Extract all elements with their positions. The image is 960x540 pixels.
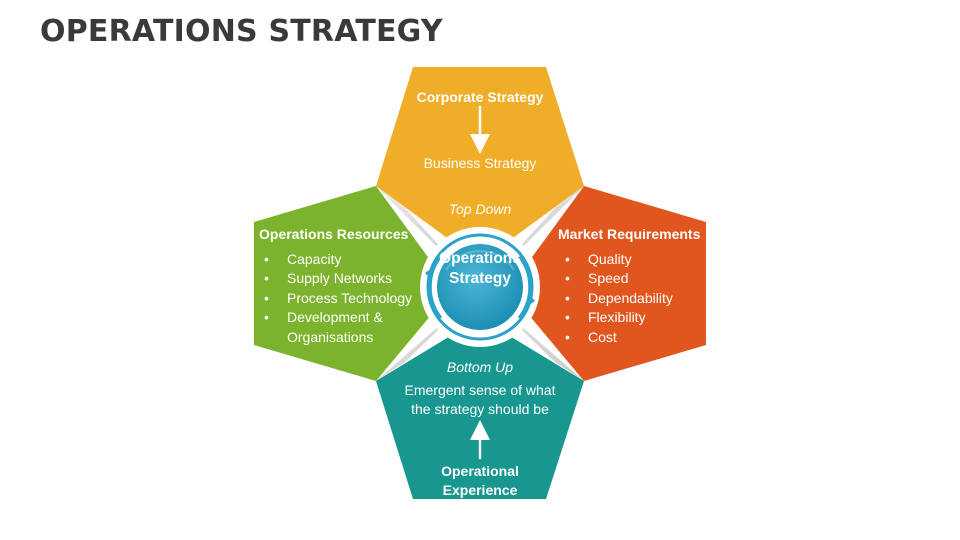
hub-cycle-arc-right <box>517 255 532 319</box>
pentagon-bottom <box>376 318 584 499</box>
bottom-flow-label: Bottom Up <box>446 359 514 375</box>
left-item: Process Technology <box>259 289 439 309</box>
right-item: Flexibility <box>560 308 705 328</box>
left-item: Development & <box>259 308 439 328</box>
pentagon-top <box>376 67 584 262</box>
right-item: Cost <box>560 328 705 348</box>
top-sub: Business Strategy <box>423 155 537 171</box>
right-heading: Market Requirements <box>558 226 701 242</box>
left-list: Capacity Supply Networks Process Technol… <box>259 250 439 347</box>
left-item: Supply Networks <box>259 269 439 289</box>
bottom-text-line1: Emergent sense of what <box>404 382 556 398</box>
bottom-text-line2: the strategy should be <box>411 401 549 417</box>
left-heading: Operations Resources <box>259 226 409 242</box>
bottom-heading-line2: Experience <box>442 482 518 498</box>
right-item: Speed <box>560 269 705 289</box>
right-item: Dependability <box>560 289 705 309</box>
left-item: Capacity <box>259 250 439 270</box>
right-list: Quality Speed Dependability Flexibility … <box>560 250 705 347</box>
bottom-heading-line1: Operational <box>441 463 519 479</box>
hub-highlight <box>445 250 515 271</box>
left-item-continuation: Organisations <box>287 328 374 345</box>
top-heading: Corporate Strategy <box>416 89 544 105</box>
right-item: Quality <box>560 250 705 270</box>
hub-label: Operations Strategy <box>436 249 524 289</box>
hub-label-line2: Strategy <box>448 270 512 288</box>
top-flow-label: Top Down <box>448 201 512 217</box>
hub-cycle-arrow-right-icon <box>525 294 535 308</box>
hub-label-line1: Operations <box>439 250 521 267</box>
hub-circle <box>437 244 523 330</box>
page-title: OPERATIONS STRATEGY <box>40 14 443 49</box>
